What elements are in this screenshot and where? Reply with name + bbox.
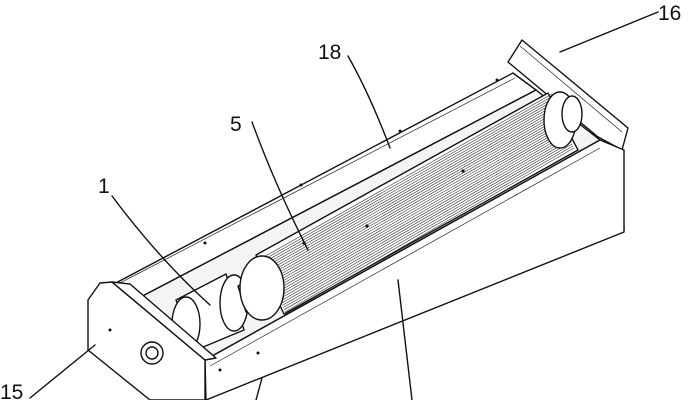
impeller-blade-line bbox=[266, 104, 557, 270]
leader-15 bbox=[29, 344, 96, 399]
leader-front-wall bbox=[255, 377, 263, 400]
impeller-blade-line bbox=[275, 124, 565, 291]
impeller-blade-line bbox=[279, 133, 569, 300]
impeller-blade-line bbox=[262, 95, 553, 261]
leader-18 bbox=[347, 55, 391, 149]
impeller-blade-line bbox=[283, 141, 572, 308]
leader-16 bbox=[559, 11, 659, 53]
impeller-blade-line bbox=[269, 110, 559, 276]
leader-1 bbox=[111, 195, 211, 306]
impeller-blade-line bbox=[277, 129, 567, 295]
impeller-blade-line bbox=[285, 147, 575, 315]
impeller-blades bbox=[261, 93, 575, 315]
housing-front-wall bbox=[204, 139, 625, 400]
impeller-blade-line bbox=[272, 118, 563, 285]
impeller-blade-line bbox=[281, 137, 570, 304]
impeller-blade-line bbox=[265, 102, 556, 267]
impeller-blade-line bbox=[270, 112, 560, 278]
impeller-blade-line bbox=[271, 114, 561, 280]
leader-louver bbox=[397, 279, 413, 400]
callout-15: 15 bbox=[0, 381, 24, 400]
impeller-blade-line bbox=[272, 116, 562, 282]
leader-lines bbox=[29, 11, 659, 400]
impeller-blade-line bbox=[263, 97, 554, 263]
impeller-blade-line bbox=[268, 108, 559, 274]
impeller-blade-line bbox=[284, 145, 574, 313]
leader-5 bbox=[251, 121, 309, 251]
impeller-blade-line bbox=[280, 135, 570, 302]
impeller-blade-line bbox=[267, 106, 558, 272]
impeller-blade-line bbox=[264, 99, 555, 265]
callout-1: 1 bbox=[98, 175, 110, 198]
callout-18: 18 bbox=[318, 41, 342, 64]
callout-16: 16 bbox=[658, 2, 682, 25]
impeller-blade-line bbox=[282, 139, 571, 306]
impeller-blade-line bbox=[276, 126, 566, 293]
impeller-blade-line bbox=[284, 143, 573, 310]
impeller-blade-line bbox=[273, 120, 564, 287]
impeller-blade-line bbox=[278, 131, 568, 298]
left-end-plate bbox=[87, 281, 217, 400]
impeller-blade-line bbox=[261, 93, 553, 259]
impeller-blade-line bbox=[274, 122, 564, 289]
callout-5: 5 bbox=[230, 113, 242, 136]
fan-impeller bbox=[239, 91, 583, 321]
